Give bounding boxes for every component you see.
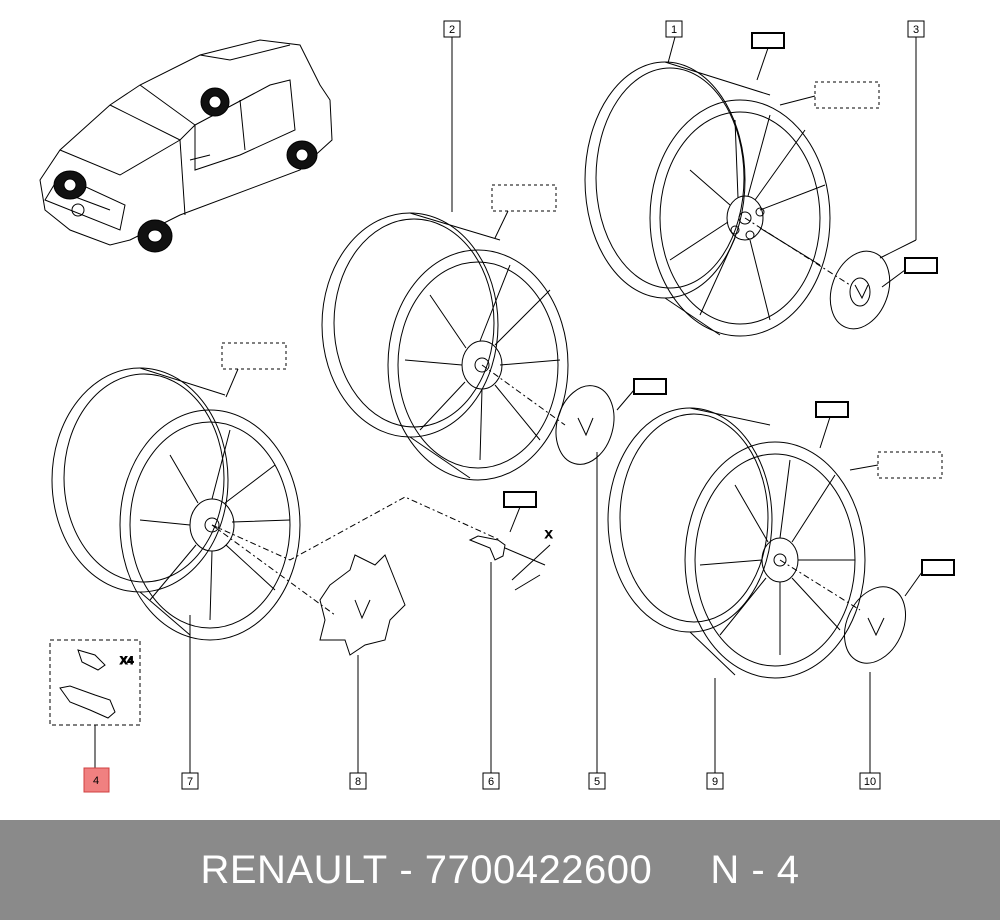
callout-6[interactable]: 6 [482, 772, 500, 790]
gap [652, 848, 710, 893]
svg-text:8: 8 [355, 776, 361, 788]
svg-text:4: 4 [93, 775, 99, 787]
callout-10[interactable]: 10 [859, 772, 881, 790]
wheel-bolt-6: X [468, 529, 554, 591]
center-cap-5 [555, 385, 615, 465]
wheel-parts-diagram: X X4 [39, 20, 955, 793]
svg-text:9: 9 [712, 776, 718, 788]
callout-5[interactable]: 5 [588, 772, 606, 790]
torque-boxes [503, 32, 955, 576]
footer-bar: RENAULT - 7700422600 N - 4 [0, 820, 1000, 920]
callout-1[interactable]: 1 [665, 20, 683, 38]
callout-7[interactable]: 7 [181, 772, 199, 790]
svg-text:2: 2 [449, 24, 455, 36]
car-illustration [39, 39, 333, 253]
footer-caption: RENAULT - 7700422600 N - 4 [0, 820, 1000, 920]
center-cap-10 [844, 586, 906, 664]
dimension-x-label: X [545, 529, 553, 541]
svg-text:6: 6 [488, 776, 494, 788]
wheel-9 [607, 407, 866, 679]
separator: - [387, 847, 425, 892]
wheel-7 [51, 367, 301, 641]
center-cap-8 [319, 554, 406, 656]
quantity-label: X4 [120, 655, 134, 667]
svg-text:10: 10 [864, 776, 876, 788]
svg-text:7: 7 [187, 776, 193, 788]
callout-8[interactable]: 8 [349, 772, 367, 790]
part-number: 7700422600 [424, 847, 653, 892]
wheel-2 [321, 212, 569, 481]
callout-4-highlighted[interactable]: 4 [83, 767, 110, 793]
svg-text:5: 5 [594, 776, 600, 788]
svg-text:1: 1 [671, 24, 677, 36]
reference-boxes [221, 81, 943, 479]
leader-lines [94, 36, 923, 773]
callout-9[interactable]: 9 [706, 772, 724, 790]
brand-name: RENAULT [200, 847, 388, 892]
center-cap-3 [829, 250, 891, 330]
callout-2[interactable]: 2 [443, 20, 461, 38]
svg-text:3: 3 [913, 24, 919, 36]
position-ref: N - 4 [710, 847, 800, 892]
wheel-1 [584, 61, 831, 337]
locking-bolt-kit-4: X4 [49, 639, 141, 726]
callout-3[interactable]: 3 [907, 20, 925, 38]
